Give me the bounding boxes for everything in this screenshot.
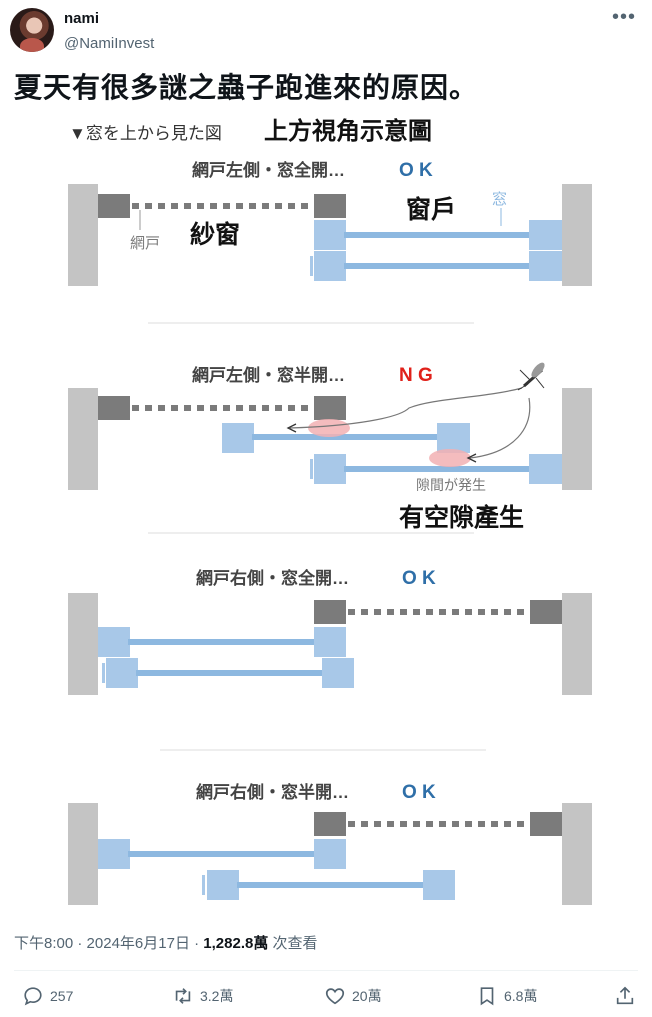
insect-path (289, 387, 523, 429)
outer-sash-end (314, 454, 346, 484)
left-frame (68, 803, 98, 905)
screen-block (314, 600, 346, 624)
inner-sash-end (529, 220, 562, 250)
tweet-meta: 下午8:00 · 2024年6月17日 · 1,282.8萬 次查看 (14, 932, 318, 953)
outer-sash-end (423, 870, 455, 900)
inner-sash-bar (344, 232, 530, 238)
right-frame (562, 593, 592, 695)
tweet-text: 夏天有很多謎之蟲子跑進來的原因。 (14, 72, 479, 103)
screen-block (98, 396, 130, 420)
mosquito-icon (517, 362, 545, 391)
outer-sash-end (106, 658, 138, 688)
gap-highlight (429, 449, 471, 467)
scene-label: 網戸左側・窓全開… (192, 160, 345, 180)
tweet-date[interactable]: 2024年6月17日 (86, 935, 190, 952)
tweet-time[interactable]: 下午8:00 (14, 935, 74, 952)
scene-3: 網戸右側・窓全開… O K (68, 568, 592, 695)
tweet-image[interactable]: ▼窓を上から見た図 上方視角示意圖 網戸左側・窓全開… O K 網戸 紗窗 窗戶… (14, 108, 638, 918)
right-frame (562, 388, 592, 490)
meta-separator: · (194, 935, 200, 952)
scene-label: 網戸左側・窓半開… (192, 365, 345, 385)
share-button[interactable] (614, 985, 642, 1007)
left-frame (68, 184, 98, 286)
inner-sash-end (314, 220, 346, 250)
ellipsis-icon: ••• (611, 6, 636, 28)
right-frame (562, 184, 592, 286)
screen-block (530, 812, 562, 836)
bookmark-icon (480, 987, 494, 1006)
reply-button[interactable]: 257 (22, 985, 73, 1007)
scene-4: 網戸右側・窓半開… O K (68, 782, 592, 905)
retweet-count: 3.2萬 (200, 988, 234, 1004)
heart-icon (325, 988, 345, 1005)
reply-icon (24, 987, 42, 1006)
more-options-button[interactable]: ••• (612, 6, 636, 29)
scene-1: 網戸左側・窓全開… O K 網戸 紗窗 窗戶 窓 (68, 160, 592, 286)
outer-sash-bar (344, 263, 530, 269)
view-count-label: 次查看 (272, 935, 318, 952)
window-label-cn: 窗戶 (406, 195, 456, 224)
bookmark-button[interactable]: 6.8萬 (476, 985, 537, 1007)
inner-sash-end (314, 627, 346, 657)
screen-block (314, 812, 346, 836)
outer-sash-end (207, 870, 239, 900)
left-frame (68, 388, 98, 490)
window-diagram: ▼窓を上から見た図 上方視角示意圖 網戸左側・窓全開… O K 網戸 紗窗 窗戶… (14, 108, 638, 918)
screen-label-cn: 紗窗 (190, 220, 240, 249)
inner-sash-bar (128, 851, 314, 857)
scene-label: 網戸右側・窓全開… (196, 568, 349, 588)
gap-label-cn: 有空隙產生 (399, 503, 524, 532)
outer-sash-bar (237, 882, 423, 888)
left-frame (68, 593, 98, 695)
gap-label-jp: 隙間が発生 (416, 477, 486, 493)
like-button[interactable]: 20萬 (324, 985, 382, 1007)
avatar[interactable] (10, 8, 54, 52)
outer-sash-end (322, 658, 354, 688)
inner-sash-bar (128, 639, 314, 645)
bookmark-count: 6.8萬 (504, 988, 538, 1004)
retweet-icon (175, 988, 191, 1004)
tweet-header: nami @NamiInvest ••• (0, 0, 652, 60)
screen-block (314, 194, 346, 218)
screen-block (530, 600, 562, 624)
inner-sash-end (437, 423, 470, 453)
screen-block (98, 194, 130, 218)
scene-status: N G (399, 365, 433, 386)
scene-status: O K (402, 568, 436, 589)
reply-count: 257 (50, 988, 74, 1004)
inner-sash-end (314, 839, 346, 869)
retweet-button[interactable]: 3.2萬 (172, 985, 233, 1007)
outer-sash-bar (344, 466, 530, 472)
insect-path (469, 397, 531, 459)
outer-sash-end (314, 251, 346, 281)
share-icon (616, 986, 634, 1005)
screen-block (314, 396, 346, 420)
meta-separator: · (77, 935, 83, 952)
outer-sash-end (529, 251, 562, 281)
gap-highlight (308, 419, 350, 437)
diagram-title-jp: ▼窓を上から見た図 (69, 124, 222, 143)
inner-sash-end (98, 627, 130, 657)
window-label-jp: 窓 (492, 190, 507, 208)
right-frame (562, 803, 592, 905)
scene-status: O K (399, 160, 433, 181)
inner-sash-bar (252, 434, 438, 440)
view-count: 1,282.8萬 (203, 935, 269, 952)
like-count: 20萬 (352, 988, 382, 1004)
user-handle[interactable]: @NamiInvest (64, 35, 155, 52)
inner-sash-end (222, 423, 254, 453)
divider (14, 970, 638, 971)
inner-sash-end (98, 839, 130, 869)
screen-label-jp: 網戸 (130, 235, 160, 252)
action-bar: 257 3.2萬 20萬 6.8萬 (14, 985, 638, 1011)
scene-status: O K (402, 782, 436, 803)
diagram-title-cn: 上方視角示意圖 (264, 117, 432, 145)
user-name[interactable]: nami (64, 10, 100, 27)
scene-2: 網戸左側・窓半開… N G (68, 362, 592, 532)
outer-sash-end (529, 454, 562, 484)
scene-label: 網戸右側・窓半開… (196, 782, 349, 802)
outer-sash-bar (136, 670, 322, 676)
